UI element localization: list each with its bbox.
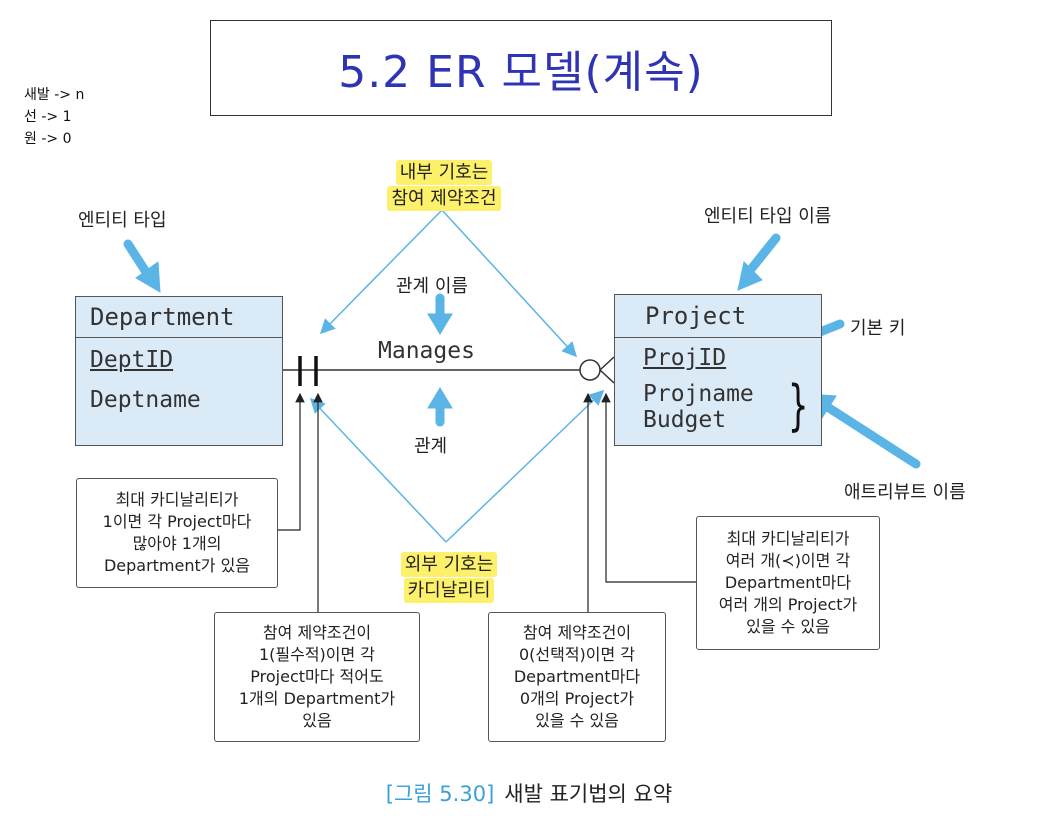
project-entity: Project ProjID Projname Budget } (614, 294, 822, 446)
legend-crowfoot: 새발 -> n (24, 87, 85, 103)
department-name: Department (76, 297, 282, 338)
project-attr-budget: Budget (643, 407, 727, 433)
project-name: Project (615, 295, 821, 338)
primary-key-label: 기본 키 (850, 318, 906, 339)
relationship-diamond (309, 209, 605, 543)
relationship-label: 관계 (414, 436, 448, 457)
department-key: DeptID (90, 347, 174, 373)
crowfoot-upper (599, 356, 615, 371)
legend-line: 선 -> 1 (24, 109, 72, 125)
inner-symbol-label: 내부 기호는 참여 제약조건 (384, 160, 504, 212)
department-attr: Deptname (90, 387, 201, 413)
page-title: 5.2 ER 모델(계속) (338, 47, 704, 98)
note-max-cardinality-n: 최대 카디날리티가 여러 개(≺)이면 각 Department마다 여러 개의… (696, 516, 880, 650)
note-max-cardinality-1: 최대 카디날리티가 1이면 각 Project마다 많아야 1개의 Depart… (76, 478, 278, 588)
crowfoot-lower (599, 369, 615, 384)
figure-caption: [그림 5.30] 새발 표기법의 요약 (0, 778, 1058, 808)
relationship-name-label: 관계 이름 (396, 276, 468, 297)
project-key: ProjID (643, 345, 727, 371)
note-participation-1: 참여 제약조건이 1(필수적)이면 각 Project마다 적어도 1개의 De… (214, 612, 420, 742)
title-box: 5.2 ER 모델(계속) (210, 20, 832, 116)
department-entity: Department DeptID Deptname (75, 296, 283, 446)
figure-title: 새발 표기법의 요약 (504, 782, 673, 806)
figure-number: [그림 5.30] (385, 782, 495, 806)
entity-type-label: 엔티티 타입 (78, 210, 167, 231)
entity-type-name-label: 엔티티 타입 이름 (704, 206, 832, 227)
legend-circle: 원 -> 0 (24, 131, 72, 147)
relationship-name: Manages (378, 338, 475, 364)
project-attr-projname: Projname (643, 381, 754, 407)
note-participation-0: 참여 제약조건이 0(선택적)이면 각 Department마다 0개의 Pro… (488, 612, 666, 742)
attribute-name-label: 애트리뷰트 이름 (844, 482, 966, 503)
outer-symbol-label: 외부 기호는 카디날리티 (394, 552, 504, 604)
zero-circle (579, 359, 601, 381)
attribute-brace: } (787, 374, 809, 437)
